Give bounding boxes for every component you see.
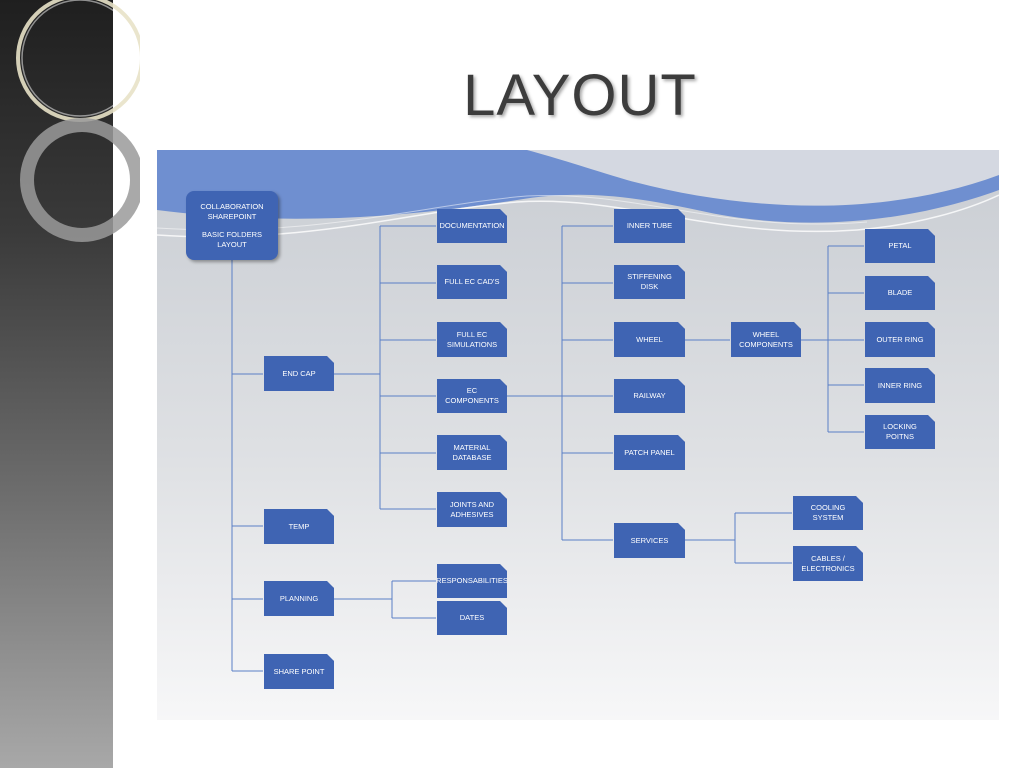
node-outer-ring: OUTER RING — [865, 322, 935, 357]
node-label: PATCH PANEL — [624, 447, 675, 457]
node-wheel: WHEEL — [614, 322, 685, 357]
node-ec-components: EC COMPONENTS — [437, 379, 507, 413]
node-label: INNER RING — [877, 380, 923, 390]
node-label: BLADE — [887, 288, 913, 297]
node-joints-and-adhesives: JOINTS AND ADHESIVES — [437, 492, 507, 527]
node-full-ec-cads: FULL EC CAD'S — [437, 265, 507, 299]
node-label: EC COMPONENTS — [445, 386, 499, 405]
node-documentation: DOCUMENTATION — [437, 209, 507, 243]
node-temp: TEMP — [264, 509, 334, 544]
node-share-point: SHARE POINT — [264, 654, 334, 689]
node-label: FULL EC CAD'S — [444, 277, 500, 286]
root-node-collaboration-sharepoint: COLLABORATION SHAREPOINT BASIC FOLDERS L… — [186, 191, 278, 260]
node-label: RESPONSABILITIES — [436, 576, 508, 585]
node-end-cap: END CAP — [264, 356, 334, 391]
root-line-3: BASIC FOLDERS LAYOUT — [201, 229, 262, 249]
node-patch-panel: PATCH PANEL — [614, 435, 685, 470]
wave-header — [157, 150, 999, 238]
node-wheel-components: WHEEL COMPONENTS — [731, 322, 801, 357]
node-locking-poitns: LOCKING POITNS — [865, 415, 935, 449]
node-label: FULL EC SIMULATIONS — [446, 329, 498, 349]
node-cables-electronics: CABLES / ELECTRONICS — [793, 546, 863, 581]
node-planning: PLANNING — [264, 581, 334, 616]
node-inner-ring: INNER RING — [865, 368, 935, 403]
node-label: DATES — [459, 613, 485, 622]
node-label: WHEEL COMPONENTS — [739, 329, 793, 349]
decorative-rings — [16, 0, 140, 242]
node-label: CABLES / ELECTRONICS — [801, 553, 855, 573]
folder-layout-diagram: COLLABORATION SHAREPOINT BASIC FOLDERS L… — [157, 150, 999, 720]
node-label: WHEEL — [636, 334, 663, 344]
node-railway: RAILWAY — [614, 379, 685, 413]
node-label: SERVICES — [630, 535, 669, 545]
connector-lines — [231, 225, 864, 672]
node-label: PLANNING — [279, 593, 319, 603]
node-inner-tube: INNER TUBE — [614, 209, 685, 243]
node-label: INNER TUBE — [626, 221, 673, 230]
node-responsabilities: RESPONSABILITIES — [437, 564, 507, 598]
node-label: PETAL — [888, 241, 912, 250]
node-label: STIFFENING DISK — [627, 272, 672, 291]
node-label: TEMP — [288, 521, 310, 531]
node-label: MATERIAL DATABASE — [452, 442, 492, 462]
node-label: DOCUMENTATION — [439, 221, 505, 230]
slide-title: LAYOUT — [463, 63, 697, 128]
node-label: RAILWAY — [633, 391, 666, 400]
root-line-2: SHAREPOINT — [207, 211, 257, 221]
root-line-1: COLLABORATION — [200, 201, 264, 211]
node-stiffening-disk: STIFFENING DISK — [614, 265, 685, 299]
node-label: LOCKING POITNS — [883, 422, 917, 441]
node-label: SHARE POINT — [273, 666, 325, 676]
node-cooling-system: COOLING SYSTEM — [793, 496, 863, 530]
node-petal: PETAL — [865, 229, 935, 263]
node-full-ec-simulations: FULL EC SIMULATIONS — [437, 322, 507, 357]
node-services: SERVICES — [614, 523, 685, 558]
node-label: JOINTS AND ADHESIVES — [449, 499, 495, 519]
node-label: COOLING SYSTEM — [810, 503, 846, 522]
node-label: OUTER RING — [876, 334, 924, 344]
node-label: END CAP — [282, 368, 316, 378]
node-material-database: MATERIAL DATABASE — [437, 435, 507, 470]
node-dates: DATES — [437, 601, 507, 635]
node-blade: BLADE — [865, 276, 935, 310]
